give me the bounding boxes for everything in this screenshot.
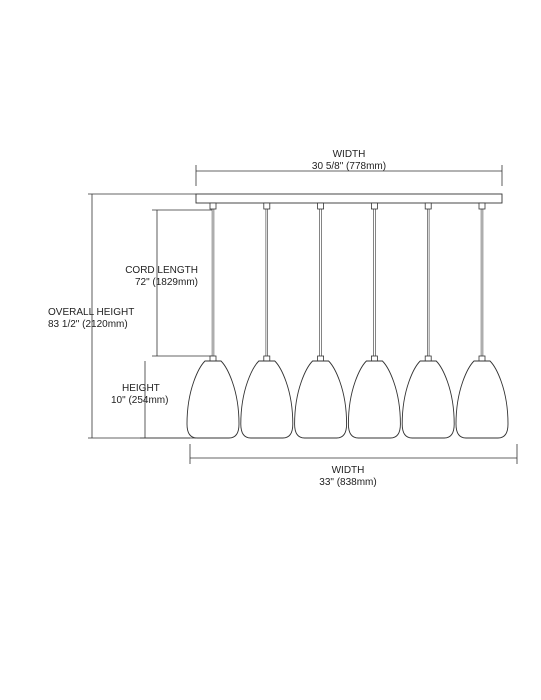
glass-shade <box>455 360 509 439</box>
bottom-width-value: 33" (838mm) <box>319 477 377 488</box>
overall-height-label: OVERALL HEIGHT <box>48 307 135 318</box>
bottom-width-dimension-line <box>189 444 518 464</box>
socket <box>424 355 432 362</box>
top-width-label: WIDTH <box>332 149 366 160</box>
glass-shade <box>186 360 240 439</box>
cord-length-label: CORD LENGTH <box>125 265 198 276</box>
height-value: 10" (254mm) <box>111 395 169 406</box>
cord-length-dimension-line <box>152 209 212 357</box>
pendant <box>347 202 401 439</box>
glass-shade <box>347 360 401 439</box>
pendant-group <box>186 202 509 439</box>
height-label: HEIGHT <box>122 383 160 394</box>
glass-shade <box>240 360 294 439</box>
pendant <box>240 202 294 439</box>
cord-cap <box>317 202 325 210</box>
glass-shade <box>401 360 455 439</box>
socket <box>317 355 325 362</box>
overall-height-value: 83 1/2" (2120mm) <box>48 319 128 330</box>
cord-cap <box>209 202 217 210</box>
pendant <box>401 202 455 439</box>
cord-cap <box>478 202 486 210</box>
socket <box>209 355 217 362</box>
pendant <box>294 202 348 439</box>
glass-shade <box>294 360 348 439</box>
socket <box>263 355 271 362</box>
socket <box>370 355 378 362</box>
pendant <box>186 202 240 439</box>
cord-cap <box>263 202 271 210</box>
height-dimension-line <box>140 361 190 439</box>
bottom-width-label: WIDTH <box>331 465 365 476</box>
top-width-value: 30 5/8" (778mm) <box>311 161 387 172</box>
canopy-bar <box>195 193 503 204</box>
pendant <box>455 202 509 439</box>
cord-cap <box>370 202 378 210</box>
cord-cap <box>424 202 432 210</box>
cord-length-value: 72" (1829mm) <box>134 277 198 288</box>
top-width-dimension-line <box>195 165 503 186</box>
socket <box>478 355 486 362</box>
